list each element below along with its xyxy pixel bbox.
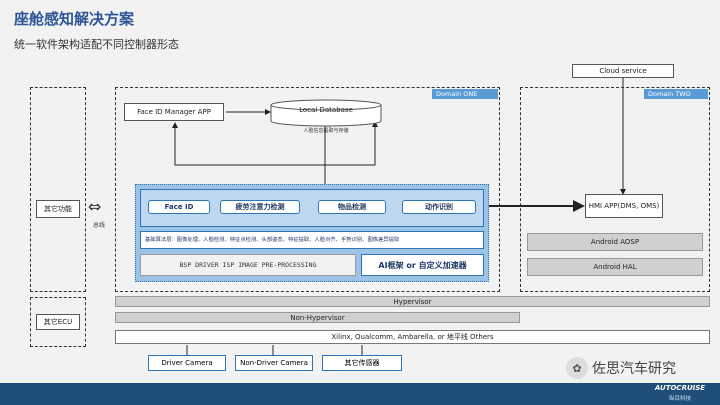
domain-two-tag: Domain TWO xyxy=(644,89,708,99)
db-feedback-arrow xyxy=(324,121,378,166)
domain-one-tag: Domain ONE xyxy=(432,89,498,99)
bus-label: 总线 xyxy=(93,222,106,229)
watermark-text: 佐思汽车研究 xyxy=(592,361,676,377)
domain-one-container xyxy=(115,87,500,292)
page-title: 座舱感知解决方案 xyxy=(14,10,135,28)
modules-to-app-arrow xyxy=(172,122,325,166)
android-hal-layer: Android HAL xyxy=(527,258,703,276)
other-functions-box: 其它功能 xyxy=(36,200,80,218)
non-hypervisor-layer: Non-Hypervisor xyxy=(115,312,520,323)
database-caption: 人脸信息提取与存储 xyxy=(303,128,349,134)
sensor-driver-camera: Driver Camera xyxy=(148,355,226,371)
local-database-label: Local Database xyxy=(299,106,353,114)
cloud-service-box: Cloud service xyxy=(572,64,674,78)
module-action-recognition: 动作识别 xyxy=(402,200,476,214)
hmi-app-box: HMI APP(DMS, OMS) xyxy=(585,194,663,218)
other-functions-container xyxy=(30,87,86,292)
module-fatigue-attention: 疲劳注意力检测 xyxy=(220,200,300,214)
local-database-cylinder xyxy=(270,99,382,127)
module-face-id: Face ID xyxy=(148,200,210,214)
bus-double-arrow-icon: ⇔ xyxy=(88,197,102,216)
algorithm-layer: 基础算法层：图像处理、人脸检测、特征点检测、头部姿态、特征提取、人脸对齐、手势识… xyxy=(140,231,484,249)
ai-framework-box: AI框架 or 自定义加速器 xyxy=(361,254,484,276)
page-subtitle: 统一软件架构适配不同控制器形态 xyxy=(14,38,179,51)
hypervisor-layer: Hypervisor xyxy=(115,296,710,307)
domain-two-container xyxy=(520,87,710,292)
bsp-layer: BSP DRIVER ISP IMAGE PRE-PROCESSING xyxy=(140,254,356,276)
module-object-detection: 物品检测 xyxy=(318,200,386,214)
face-id-manager-app-box: Face ID Manager APP xyxy=(124,103,224,121)
other-ecu-container xyxy=(30,297,86,347)
autocruise-logo-sub: 纵目科技 xyxy=(668,396,691,402)
sensor-other: 其它传感器 xyxy=(322,355,402,371)
wechat-icon: ✿ xyxy=(566,357,588,379)
sensor-non-driver-camera: Non-Driver Camera xyxy=(235,355,313,371)
footer-bar xyxy=(0,383,720,405)
android-aosp-layer: Android AOSP xyxy=(527,233,703,251)
platforms-layer: Xilinx, Qualcomm, Ambarella, or 地平线 Othe… xyxy=(115,330,710,344)
other-ecu-box: 其它ECU xyxy=(36,314,80,330)
autocruise-logo: AUTOCRUISE xyxy=(654,384,706,392)
